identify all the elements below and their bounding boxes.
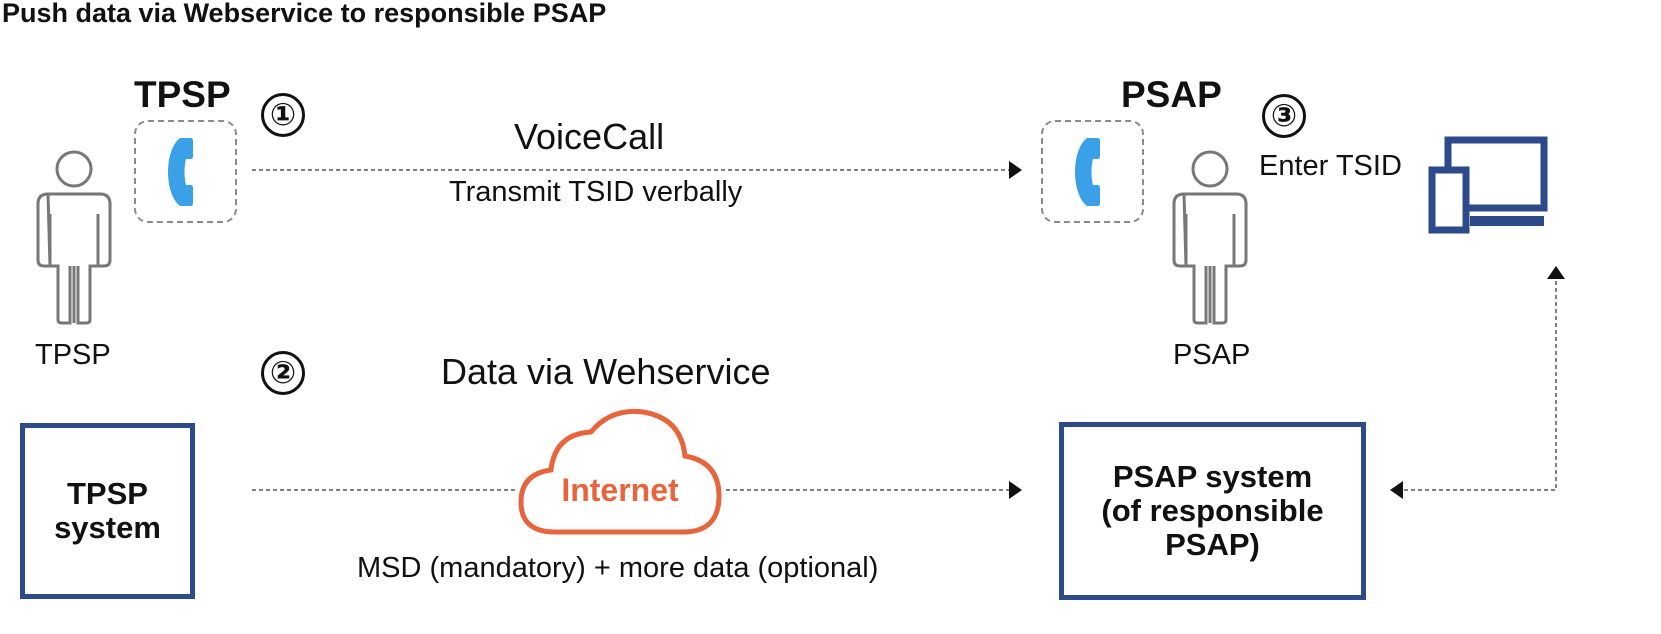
step-3-marker: ③ bbox=[1262, 94, 1306, 138]
data-arrow-head bbox=[1009, 481, 1022, 499]
internet-label: Internet bbox=[561, 472, 679, 508]
tpsp-phone-box bbox=[134, 120, 237, 223]
voicecall-label: VoiceCall bbox=[514, 116, 665, 157]
voicecall-arrow-head bbox=[1009, 161, 1022, 179]
psap-heading: PSAP bbox=[1121, 74, 1222, 115]
psap-phone-box bbox=[1041, 120, 1144, 223]
psap-system-box: PSAP system (of responsible PSAP) bbox=[1059, 422, 1366, 600]
tpsp-person-label: TPSP bbox=[35, 339, 111, 371]
cloud-icon bbox=[518, 408, 722, 535]
data-webservice-label: Data via Wehservice bbox=[441, 351, 771, 392]
voicecall-sub-label: Transmit TSID verbally bbox=[449, 176, 743, 208]
phone-icon bbox=[167, 137, 193, 206]
enter-tsid-label: Enter TSID bbox=[1259, 150, 1402, 182]
feedback-arrow-line bbox=[1404, 280, 1557, 491]
psap-person-label: PSAP bbox=[1173, 339, 1251, 371]
feedback-arrow-head-up bbox=[1547, 266, 1565, 279]
tpsp-system-box: TPSP system bbox=[20, 423, 195, 599]
phone-icon bbox=[1074, 137, 1100, 206]
tpsp-person-icon bbox=[36, 150, 112, 325]
tpsp-heading: TPSP bbox=[134, 74, 231, 115]
data-sub-label: MSD (mandatory) + more data (optional) bbox=[357, 552, 879, 584]
diagram-title: Push data via Webservice to responsible … bbox=[2, 0, 607, 28]
computer-icon bbox=[1428, 136, 1548, 234]
psap-person-icon bbox=[1172, 150, 1248, 325]
step-1-marker: ① bbox=[261, 93, 305, 137]
step-2-marker: ② bbox=[261, 351, 305, 395]
feedback-arrow-head-left bbox=[1390, 481, 1403, 499]
